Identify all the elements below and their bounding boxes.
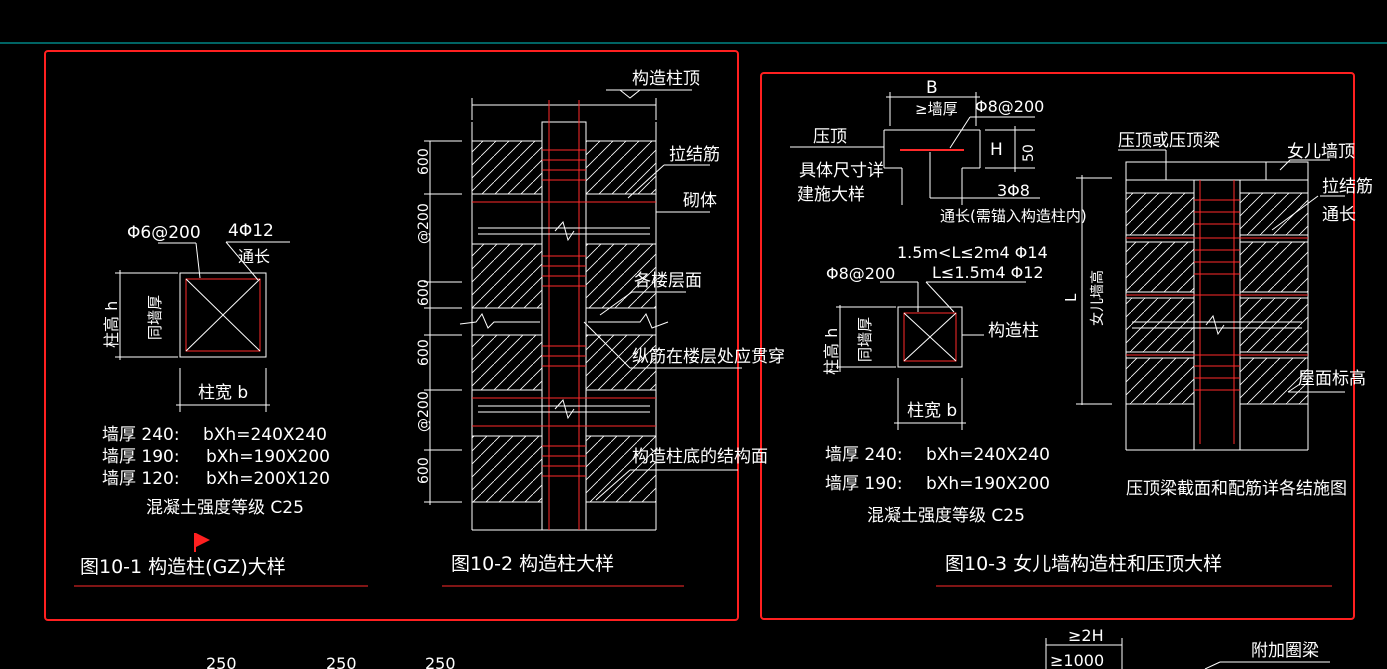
fig2-dim-600-c: 600 <box>416 339 432 366</box>
fig3-b-label: B <box>926 78 938 98</box>
bottom-dim-250-b: 250 <box>326 654 357 669</box>
fig3-dim-50: 50 <box>1021 144 1037 162</box>
fig2-longitudinal-label: 纵筋在楼层处应贯穿 <box>632 347 785 367</box>
fig3-column-section <box>836 281 1026 430</box>
fig3-stirrup-col: Φ8@200 <box>826 264 895 283</box>
fig2-elevation <box>424 89 742 531</box>
frame-left <box>44 50 739 621</box>
fig3-parapet-elevation <box>1076 149 1345 451</box>
fig3-row1-size: bXh=240X240 <box>926 445 1050 465</box>
fig2-tie-label: 拉结筋 <box>669 145 720 165</box>
fig1-section <box>115 241 290 412</box>
fig3-coping-note2: 建施大样 <box>797 185 865 205</box>
fig3-coping-section <box>790 92 1040 205</box>
fig3-through-note: 通长(需锚入构造柱内) <box>940 207 1087 225</box>
fig3-roof-label: 屋面标高 <box>1298 369 1366 389</box>
fig3-row1-wall: 墙厚 240: <box>825 445 903 465</box>
fig1-height-sub: 同墙厚 <box>146 295 164 340</box>
fig3-tie-label: 拉结筋 <box>1322 177 1373 197</box>
bottom-dim-250-a: 250 <box>206 654 237 669</box>
fig2-bottom-label: 构造柱底的结构面 <box>632 447 768 467</box>
fig3-beam-note: 压顶梁截面和配筋详各结施图 <box>1126 479 1347 499</box>
bottom-dim-2h: ≥2H <box>1068 626 1104 645</box>
fig3-stirrup-top: Φ8@200 <box>975 97 1044 116</box>
fig1-height-label: 柱高 h <box>102 301 121 348</box>
fig2-floor-label: 各楼层面 <box>634 271 702 291</box>
fig3-rule1: 1.5m<L≤2m4 Φ14 <box>897 243 1048 262</box>
fig3-coping-label: 压顶 <box>813 127 847 147</box>
fig1-concrete: 混凝土强度等级 C25 <box>146 498 304 518</box>
fig1-through-label: 通长 <box>238 247 270 266</box>
bottom-dim-1000: ≥1000 <box>1050 651 1104 669</box>
fig2-dim-200-a: @200 <box>416 203 432 244</box>
fig3-min-wall: ≥墙厚 <box>915 100 958 118</box>
fig1-stirrup-label: Φ6@200 <box>127 223 201 243</box>
fig2-dim-600-b: 600 <box>416 279 432 306</box>
frame-right <box>760 72 1355 620</box>
fig3-height-label: 柱高 h <box>822 328 841 375</box>
fig1-row3-size: bXh=200X120 <box>206 469 330 489</box>
fig1-row1-size: bXh=240X240 <box>203 425 327 445</box>
fig3-coping-note1: 具体尺寸详 <box>799 161 884 181</box>
fig2-dim-600-a: 600 <box>416 148 432 175</box>
bottom-dim-250-c: 250 <box>425 654 456 669</box>
fig3-rule2: L≤1.5m4 Φ12 <box>932 263 1044 282</box>
fig2-caption: 图10-2 构造柱大样 <box>451 553 614 575</box>
bottom-partial-drawing <box>1045 638 1330 669</box>
fig3-parapet-top-label: 女儿墙顶 <box>1287 142 1355 162</box>
fig3-width-label: 柱宽 b <box>907 401 957 421</box>
fig3-through-label: 通长 <box>1322 205 1356 225</box>
fig3-bars-3: 3Φ8 <box>997 181 1030 200</box>
fig1-row2-wall: 墙厚 190: <box>102 447 180 467</box>
fig2-dim-600-d: 600 <box>416 457 432 484</box>
fig1-mainbar-label: 4Φ12 <box>228 221 274 241</box>
fig1-row3-wall: 墙厚 120: <box>102 469 180 489</box>
fig2-dim-200-b: @200 <box>416 391 432 432</box>
fig3-l-label: L <box>1062 293 1080 302</box>
fig2-masonry-label: 砌体 <box>683 191 717 211</box>
fig3-caption: 图10-3 女儿墙构造柱和压顶大样 <box>945 553 1222 575</box>
flag-marker-icon[interactable] <box>194 533 210 552</box>
fig3-row2-wall: 墙厚 190: <box>825 474 903 494</box>
fig3-coping-beam-label: 压顶或压顶梁 <box>1118 131 1220 151</box>
bottom-extra-beam: 附加圈梁 <box>1251 641 1319 661</box>
fig1-width-label: 柱宽 b <box>198 383 248 403</box>
fig3-h-label: H <box>990 140 1003 160</box>
fig3-height-sub: 同墙厚 <box>856 317 874 362</box>
fig3-column-label: 构造柱 <box>988 321 1039 341</box>
fig2-top-label: 构造柱顶 <box>632 69 700 89</box>
fig1-row1-wall: 墙厚 240: <box>102 425 180 445</box>
fig1-row2-size: bXh=190X200 <box>206 447 330 467</box>
fig3-row2-size: bXh=190X200 <box>926 474 1050 494</box>
fig1-caption: 图10-1 构造柱(GZ)大样 <box>80 556 286 578</box>
fig3-concrete: 混凝土强度等级 C25 <box>867 506 1025 526</box>
fig3-parapet-height: 女儿墙高 <box>1089 270 1106 326</box>
